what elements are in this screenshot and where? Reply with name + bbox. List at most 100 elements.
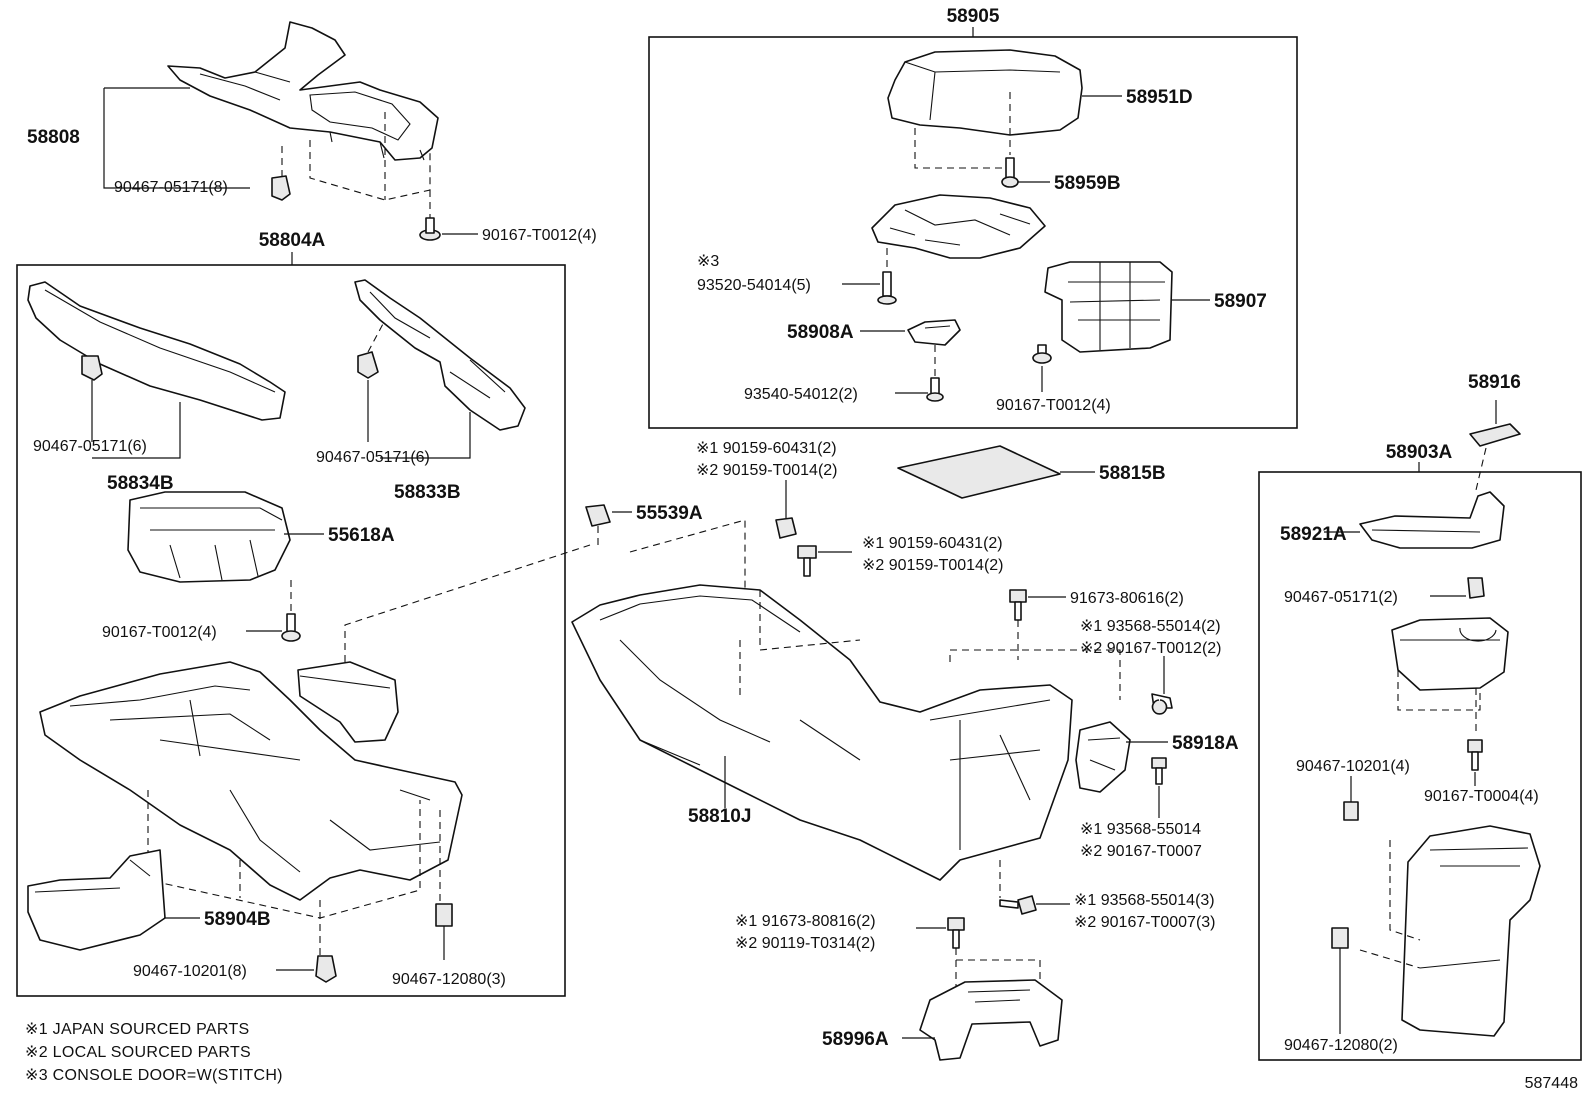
part-label-90467-05171-6b[interactable]: 90467-05171(6)	[316, 449, 430, 466]
part-label-90467-10201-4[interactable]: 90467-10201(4)	[1296, 758, 1410, 775]
part-label-90467-05171-6a[interactable]: 90467-05171(6)	[33, 438, 147, 455]
part-label-90159-60431-a[interactable]: ※1 90159-60431(2)	[696, 440, 837, 457]
part-label-91673-80816[interactable]: ※1 91673-80816(2)	[735, 913, 876, 930]
part-label-90119-t0314[interactable]: ※2 90119-T0314(2)	[735, 935, 875, 952]
clip-90467-05171-left[interactable]	[81, 355, 103, 381]
part-label-90467-05171-2[interactable]: 90467-05171(2)	[1284, 589, 1398, 606]
part-label-93520-54014[interactable]: 93520-54014(5)	[697, 277, 811, 294]
screw-90167-t0012-left[interactable]	[281, 613, 301, 642]
part-label-58904b[interactable]: 58904B	[204, 909, 271, 930]
clip-90467-12080-left[interactable]	[435, 903, 453, 927]
part-label-90159-t0014-b[interactable]: ※2 90159-T0014(2)	[862, 557, 1004, 574]
part-label-90167-t0012-top[interactable]: 90167-T0012(4)	[482, 227, 597, 244]
part-label-58918a[interactable]: 58918A	[1172, 733, 1239, 754]
group-box-58804a	[16, 264, 566, 997]
cup-holder-55618a[interactable]	[127, 491, 291, 583]
clip-90159-top[interactable]	[775, 517, 797, 539]
part-label-90467-05171-8[interactable]: 90467-05171(8)	[114, 179, 228, 196]
part-label-90167-t0007[interactable]: ※2 90167-T0007	[1080, 843, 1202, 860]
part-label-90167-t0004-4[interactable]: 90167-T0004(4)	[1424, 788, 1539, 805]
diagram-id: 587448	[1525, 1075, 1578, 1092]
armrest-base-part[interactable]	[871, 194, 1046, 259]
part-label-58916[interactable]: 58916	[1468, 372, 1521, 393]
console-body-lower[interactable]	[39, 661, 463, 901]
part-label-58834b[interactable]: 58834B	[107, 473, 174, 494]
pocket-guides	[1397, 670, 1481, 732]
armrest-lid-part[interactable]	[887, 49, 1083, 136]
screw-90159-mid[interactable]	[797, 545, 817, 577]
part-label-90167-t0012-2[interactable]: ※2 90167-T0012(2)	[1080, 640, 1222, 657]
clip-90467-05171-top[interactable]	[271, 175, 291, 201]
clip-90467-05171-right-group[interactable]	[1467, 577, 1485, 599]
cover-58916[interactable]	[1469, 423, 1521, 447]
armrest-screw-58959b[interactable]	[1001, 157, 1019, 188]
part-label-55618a[interactable]: 55618A	[328, 525, 395, 546]
screw-93568-bracket[interactable]	[1151, 757, 1167, 785]
trim-58921a[interactable]	[1359, 491, 1505, 549]
footnote-local-sourced: ※2 LOCAL SOURCED PARTS	[25, 1044, 251, 1061]
cup-insert-part[interactable]	[297, 661, 399, 743]
part-label-90467-12080-3[interactable]: 90467-12080(3)	[392, 971, 506, 988]
part-label-58808[interactable]: 58808	[27, 127, 80, 148]
part-label-58921a[interactable]: 58921A	[1280, 524, 1347, 545]
part-label-93540-54012[interactable]: 93540-54012(2)	[744, 386, 858, 403]
part-label-90467-10201-8[interactable]: 90467-10201(8)	[133, 963, 247, 980]
part-label-58815b[interactable]: 58815B	[1099, 463, 1166, 484]
console-body-58810j[interactable]	[571, 584, 1073, 881]
body-guides	[147, 790, 441, 956]
part-label-58959b[interactable]: 58959B	[1054, 173, 1121, 194]
screw-93540-54012[interactable]	[926, 377, 944, 402]
stay-58996a[interactable]	[919, 979, 1063, 1061]
rear-panel-part[interactable]	[1401, 825, 1541, 1037]
part-label-90167-t0007-3[interactable]: ※2 90167-T0007(3)	[1074, 914, 1216, 931]
part-label-90159-60431-b[interactable]: ※1 90159-60431(2)	[862, 535, 1003, 552]
side-trim-58833b[interactable]	[354, 279, 526, 431]
part-label-58833b[interactable]: 58833B	[394, 482, 461, 503]
part-label-90467-12080-2[interactable]: 90467-12080(2)	[1284, 1037, 1398, 1054]
part-label-90167-t0012-box[interactable]: 90167-T0012(4)	[996, 397, 1111, 414]
latch-58908a[interactable]	[907, 319, 961, 346]
upper-console-trim-part[interactable]	[167, 21, 439, 161]
mat-58815b[interactable]	[897, 445, 1061, 499]
clip-90467-12080-right[interactable]	[1331, 927, 1349, 949]
part-label-93568-55014-3[interactable]: ※1 93568-55014(3)	[1074, 892, 1215, 909]
pocket-part[interactable]	[1391, 617, 1509, 691]
part-label-90159-t0014-a[interactable]: ※2 90159-T0014(2)	[696, 462, 838, 479]
clip-90467-10201-right[interactable]	[1343, 801, 1359, 821]
screw-90167-t0012-box[interactable]	[1032, 344, 1052, 364]
screw-91673-80816[interactable]	[947, 917, 965, 949]
screw-91673-80616[interactable]	[1009, 589, 1027, 621]
bracket-58918a[interactable]	[1075, 721, 1131, 793]
part-label-58951d[interactable]: 58951D	[1126, 87, 1193, 108]
center-guides	[629, 519, 861, 700]
part-label-93520-note: ※3	[697, 253, 719, 270]
footnote-japan-sourced: ※1 JAPAN SOURCED PARTS	[25, 1021, 250, 1038]
group-label-58905: 58905	[947, 6, 1000, 27]
part-label-91673-80616[interactable]: 91673-80616(2)	[1070, 590, 1184, 607]
part-label-58996a[interactable]: 58996A	[822, 1029, 889, 1050]
console-box-58907[interactable]	[1044, 261, 1173, 353]
footnote-console-door: ※3 CONSOLE DOOR=W(STITCH)	[25, 1067, 283, 1084]
tray-58904b[interactable]	[27, 849, 166, 951]
bolt-93568-right[interactable]	[1151, 693, 1173, 715]
bolt-93568-lower[interactable]	[999, 895, 1037, 915]
clip-90467-05171-right[interactable]	[357, 351, 379, 379]
screw-90167-t0012-top[interactable]	[419, 217, 441, 241]
side-trim-58834b[interactable]	[27, 281, 286, 421]
part-label-55539a[interactable]: 55539A	[636, 503, 703, 524]
leader-58808	[103, 87, 250, 189]
part-label-93568-55014-2[interactable]: ※1 93568-55014(2)	[1080, 618, 1221, 635]
screw-93520-54014[interactable]	[877, 271, 897, 305]
switch-55539a[interactable]	[585, 504, 611, 527]
part-label-58810j[interactable]: 58810J	[688, 806, 751, 827]
rear-panel-guides	[1359, 840, 1421, 969]
screw-90167-t0004[interactable]	[1467, 739, 1483, 771]
part-label-58908a[interactable]: 58908A	[787, 322, 854, 343]
part-label-58907[interactable]: 58907	[1214, 291, 1267, 312]
clip-90467-10201-left[interactable]	[315, 955, 337, 983]
part-label-90167-t0012-left[interactable]: 90167-T0012(4)	[102, 624, 217, 641]
part-label-93568-55014[interactable]: ※1 93568-55014	[1080, 821, 1201, 838]
group-box-58903a	[1258, 471, 1582, 1061]
group-label-58804a: 58804A	[259, 230, 326, 251]
